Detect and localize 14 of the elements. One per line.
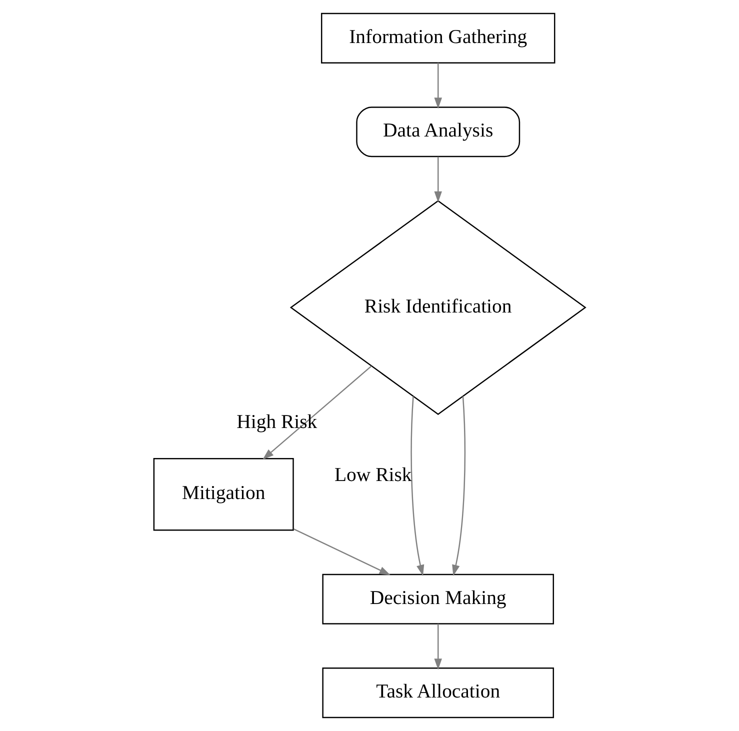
node-box: Mitigation bbox=[153, 458, 294, 531]
edge-label: Low Risk bbox=[334, 464, 412, 486]
arrow bbox=[434, 624, 442, 670]
arrow bbox=[262, 366, 372, 460]
arrow bbox=[294, 528, 390, 576]
arrow bbox=[434, 62, 442, 109]
node-box: Information Gathering bbox=[320, 12, 556, 64]
arrow bbox=[452, 396, 466, 576]
node-box: Decision Making bbox=[322, 574, 554, 624]
node-box: Data Analysis bbox=[356, 106, 520, 158]
arrow bbox=[434, 156, 442, 202]
node-diamond: Risk Identification bbox=[290, 200, 586, 415]
node-box: Task Allocation bbox=[322, 668, 554, 718]
arrow bbox=[410, 396, 424, 576]
